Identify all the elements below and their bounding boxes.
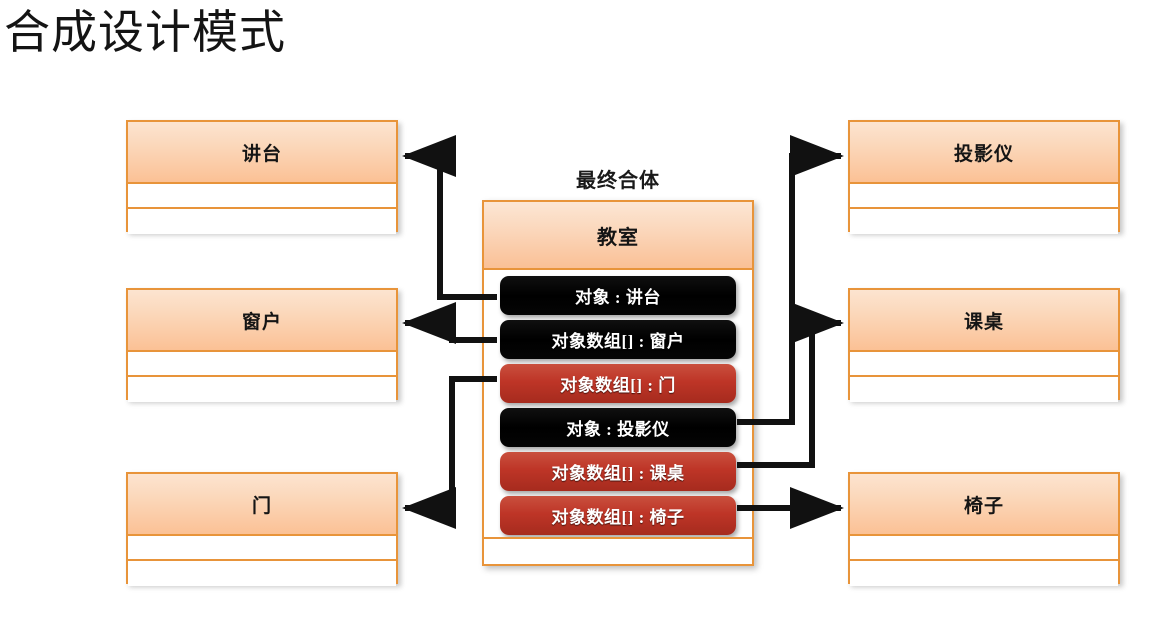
class-box-touyingyi[interactable]: 投影仪 [848,120,1120,234]
class-operations-compartment [850,561,1118,586]
class-operations-compartment [850,209,1118,234]
class-operations-compartment [850,377,1118,402]
class-operations-compartment [128,209,396,234]
composite-class-box[interactable]: 教室 对象 : 讲台 对象数组[] : 窗户 对象数组[] : 门 对象 : 投… [482,200,754,566]
class-box-header: 椅子 [850,474,1118,536]
class-operations-compartment [128,561,396,586]
class-box-chuanghu[interactable]: 窗户 [126,288,398,402]
member-row-men[interactable]: 对象数组[] : 门 [500,364,736,403]
class-box-header: 门 [128,474,396,536]
member-row-chuanghu[interactable]: 对象数组[] : 窗户 [500,320,736,359]
class-attributes-compartment [850,184,1118,209]
class-box-header: 投影仪 [850,122,1118,184]
class-box-header: 窗户 [128,290,396,352]
member-row-kezhuo[interactable]: 对象数组[] : 课桌 [500,452,736,491]
class-attributes-compartment [850,536,1118,561]
class-name-label: 门 [251,495,272,517]
class-name-label: 椅子 [963,495,1004,517]
composite-members-list: 对象 : 讲台 对象数组[] : 窗户 对象数组[] : 门 对象 : 投影仪 … [484,270,752,544]
class-operations-compartment [128,377,396,402]
class-box-header: 讲台 [128,122,396,184]
class-box-men[interactable]: 门 [126,472,398,586]
class-name-label: 投影仪 [953,143,1014,165]
member-row-jiangtai[interactable]: 对象 : 讲台 [500,276,736,315]
class-attributes-compartment [850,352,1118,377]
class-attributes-compartment [128,184,396,209]
composite-footer-compartment [484,537,752,564]
member-row-yizi[interactable]: 对象数组[] : 椅子 [500,496,736,535]
composite-box-header: 教室 [484,202,752,270]
class-box-jiangtai[interactable]: 讲台 [126,120,398,234]
class-attributes-compartment [128,352,396,377]
class-name-label: 课桌 [963,311,1004,333]
composite-caption: 最终合体 [576,170,660,192]
page-title: 合成设计模式 [4,5,286,59]
member-row-touyingyi[interactable]: 对象 : 投影仪 [500,408,736,447]
class-box-header: 课桌 [850,290,1118,352]
class-box-yizi[interactable]: 椅子 [848,472,1120,586]
class-box-kezhuo[interactable]: 课桌 [848,288,1120,402]
class-attributes-compartment [128,536,396,561]
class-name-label: 讲台 [241,143,282,165]
class-name-label: 窗户 [241,311,282,333]
composite-class-name-label: 教室 [597,226,639,249]
